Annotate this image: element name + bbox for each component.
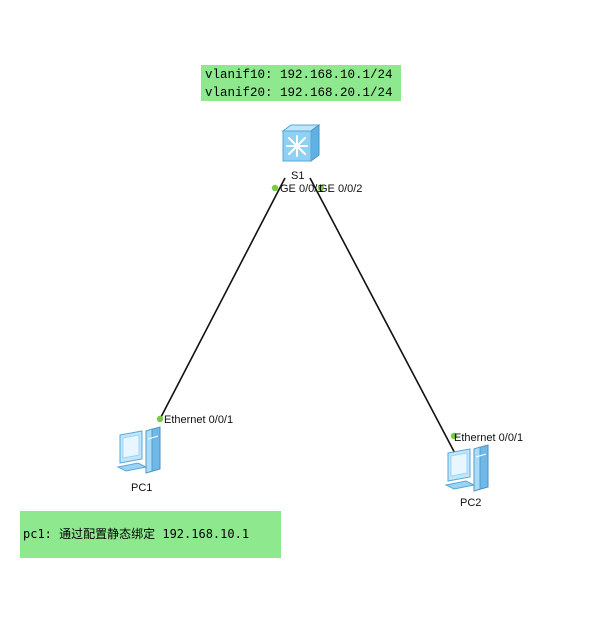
link-s1-pc1[interactable]: [159, 177, 286, 420]
link-s1-pc2[interactable]: [309, 177, 460, 462]
switch-icon: [281, 124, 321, 162]
port-dot-s1-ge2: [317, 184, 325, 192]
port-label-pc2: Ethernet 0/0/1: [454, 432, 524, 444]
port-label-pc1: Ethernet 0/0/1: [164, 414, 234, 426]
vlanif10-line: vlanif10: 192.168.10.1/24: [205, 68, 393, 82]
switch-s1[interactable]: [277, 121, 321, 170]
port-dot-pc2: [450, 432, 458, 440]
pc2-name: PC2: [460, 497, 482, 509]
port-dot-pc1: [156, 415, 164, 423]
port-label-s1-ge2: GE 0/0/2: [319, 183, 363, 195]
port-dot-s1-ge1: [271, 184, 279, 192]
port-label-s1-ge1: GE 0/0/1: [280, 183, 324, 195]
pc-icon: [116, 426, 161, 474]
pc1-name: PC1: [131, 482, 153, 494]
pc2[interactable]: [444, 443, 498, 498]
pc1-note-text: pc1: 通过配置静态绑定 192.168.10.1: [23, 527, 250, 541]
pc-icon: [444, 444, 489, 492]
switch-name: S1: [291, 170, 305, 182]
pc1-binding-note[interactable]: pc1: 通过配置静态绑定 192.168.10.1: [20, 511, 281, 558]
switch-vlanif-note[interactable]: vlanif10: 192.168.10.1/24 vlanif20: 192.…: [201, 65, 401, 101]
pc1[interactable]: [116, 425, 170, 480]
vlanif20-line: vlanif20: 192.168.20.1/24: [205, 86, 393, 100]
